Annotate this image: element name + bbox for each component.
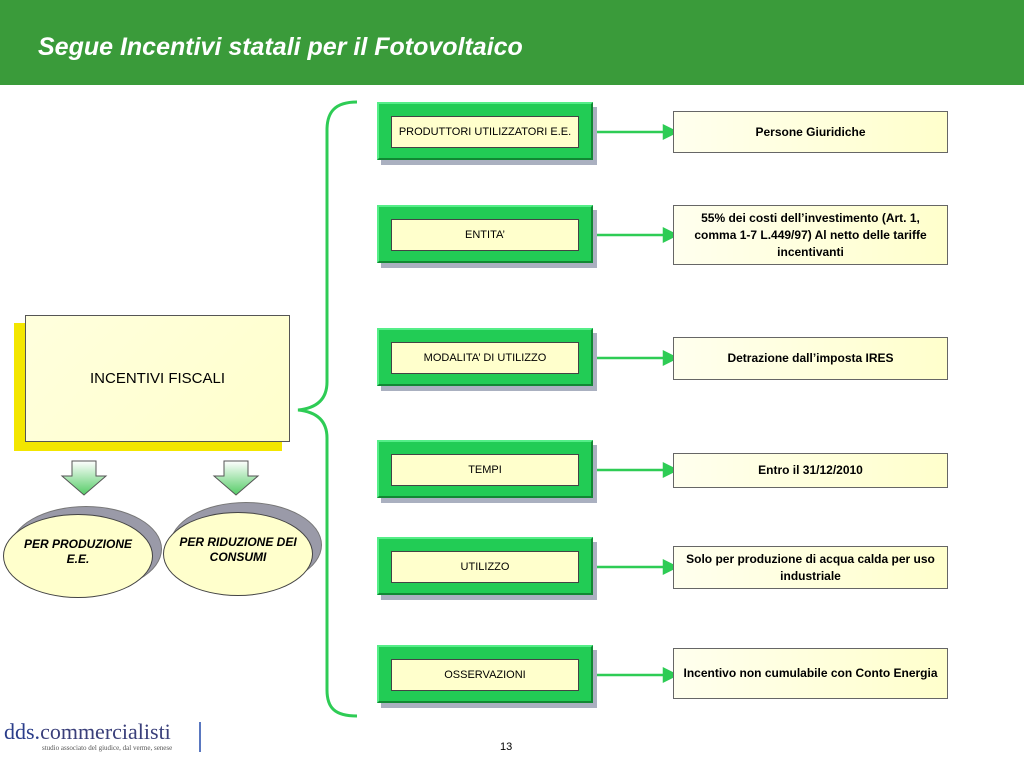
category-label: UTILIZZO	[391, 551, 579, 583]
result-label: Solo per produzione di acqua calda per u…	[686, 551, 935, 583]
logo-suffix: commercialisti	[40, 719, 171, 744]
logo-bar	[199, 722, 201, 752]
company-logo: dds.commercialisti studio associato del …	[4, 720, 204, 756]
ellipse-production-label: PER PRODUZIONE E.E.	[23, 537, 132, 566]
category-label: ENTITA’	[391, 219, 579, 251]
result-label: Persone Giuridiche	[755, 124, 866, 139]
category-label: PRODUTTORI UTILIZZATORI E.E.	[391, 116, 579, 148]
logo-subtitle: studio associato del giudice, dal verme,…	[42, 744, 173, 752]
title-bar: Segue Incentivi statali per il Fotovolta…	[0, 0, 1024, 85]
ellipse-production: PER PRODUZIONE E.E.	[3, 514, 153, 598]
category-box-utilizzo: UTILIZZO	[377, 537, 593, 595]
ellipse-consumption: PER RIDUZIONE DEI CONSUMI	[163, 512, 313, 596]
category-box-produttori: PRODUTTORI UTILIZZATORI E.E.	[377, 102, 593, 160]
result-box-osservazioni: Incentivo non cumulabile con Conto Energ…	[673, 648, 948, 699]
ellipse-consumption-label: PER RIDUZIONE DEI CONSUMI	[179, 535, 297, 564]
category-label: OSSERVAZIONI	[391, 659, 579, 691]
logo-text: dds.commercialisti	[4, 720, 204, 744]
incentivi-fiscali-box: INCENTIVI FISCALI	[25, 315, 290, 442]
logo-prefix: dds.	[4, 719, 41, 744]
category-label: MODALITA’ DI UTILIZZO	[391, 342, 579, 374]
page-number: 13	[500, 741, 513, 753]
category-box-entita: ENTITA’	[377, 205, 593, 263]
down-arrow-left-icon	[60, 460, 108, 496]
result-label: Incentivo non cumulabile con Conto Energ…	[683, 666, 938, 680]
category-box-tempi: TEMPI	[377, 440, 593, 498]
result-label: Detrazione dall’imposta IRES	[727, 351, 894, 365]
result-box-modalita: Detrazione dall’imposta IRES	[673, 337, 948, 380]
down-arrow-right-icon	[212, 460, 260, 496]
result-box-produttori: Persone Giuridiche	[673, 111, 948, 153]
page-title: Segue Incentivi statali per il Fotovolta…	[38, 33, 523, 61]
curly-brace	[297, 100, 358, 718]
category-box-osservazioni: OSSERVAZIONI	[377, 645, 593, 703]
category-label: TEMPI	[391, 454, 579, 486]
incentivi-fiscali-label: INCENTIVI FISCALI	[89, 370, 226, 387]
row-arrows	[596, 123, 679, 684]
result-box-entita: 55% dei costi dell’investimento (Art. 1,…	[673, 205, 948, 265]
result-label: Entro il 31/12/2010	[758, 463, 863, 477]
result-box-tempi: Entro il 31/12/2010	[673, 453, 948, 488]
result-label: 55% dei costi dell’investimento (Art. 1,…	[694, 210, 927, 259]
result-box-utilizzo: Solo per produzione di acqua calda per u…	[673, 546, 948, 589]
category-box-modalita: MODALITA’ DI UTILIZZO	[377, 328, 593, 386]
